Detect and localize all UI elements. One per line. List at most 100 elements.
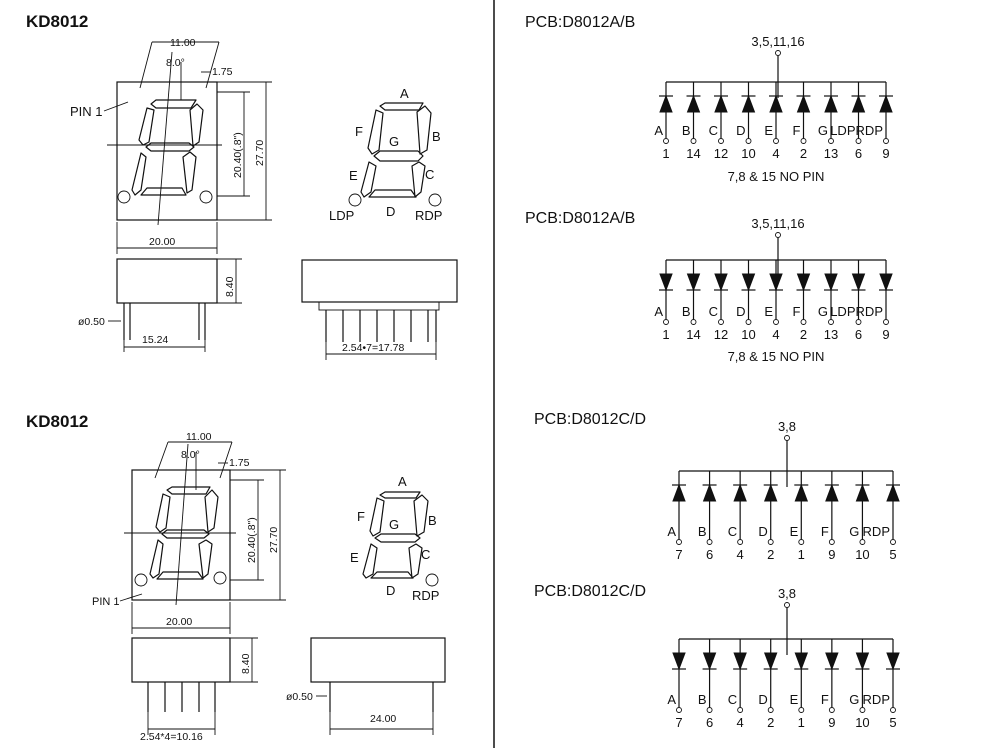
segment-label: F (821, 524, 829, 539)
pin-number: 5 (889, 547, 896, 562)
seg-label-f-2: F (357, 509, 365, 524)
common-terminal (784, 435, 790, 441)
pin-number: 9 (882, 327, 889, 342)
seg-label-d-2: D (386, 583, 395, 598)
pin-view-body-2 (310, 637, 446, 683)
segment-label: B (682, 304, 691, 319)
circuit-1: PCB:D8012A/B3,5,11,16A1B14C12D10E4F2G13L… (525, 14, 893, 184)
bottom-left-title: KD8012 (26, 412, 88, 431)
diode-b: B6 (698, 639, 717, 730)
seg-label-g-2: G (389, 517, 399, 532)
dim-1524: 15.24 (142, 334, 168, 346)
pin-number: 2 (800, 146, 807, 161)
pin-number: 6 (706, 715, 713, 730)
digit-segments-2 (149, 486, 219, 580)
seg-label-rdp-2: RDP (412, 588, 439, 603)
common-terminal (775, 50, 781, 56)
seg-label-rdp: RDP (415, 208, 442, 223)
diode-a: A1 (654, 82, 673, 161)
diode-d: D2 (758, 471, 778, 562)
segment-label: A (654, 123, 663, 138)
segment-legend-2: A B C D E F G RDP (350, 474, 439, 603)
dim-angle: 8.0° (166, 57, 185, 69)
pin-number: 9 (882, 146, 889, 161)
diode-rdp: RDP 9 (856, 260, 893, 342)
segment-label: RDP (856, 304, 883, 319)
segment-label: B (698, 524, 707, 539)
digit-segments (131, 99, 204, 196)
seg-label-a-2: A (398, 474, 407, 489)
pin-rows (318, 301, 440, 342)
diode-g: G13 (818, 260, 838, 342)
diode-c: C4 (728, 471, 748, 562)
pin-number: 2 (800, 327, 807, 342)
diode-d: D2 (758, 639, 778, 730)
pin-number: 1 (798, 715, 805, 730)
segment-label: E (764, 304, 773, 319)
diode-f: F2 (793, 260, 811, 342)
dim-2770: 27.70 (254, 140, 266, 166)
circuit-title: PCB:D8012C/D (534, 583, 646, 600)
diode-g: G10 (849, 639, 870, 730)
seg-label-ldp: LDP (329, 208, 354, 223)
dim-20: 20.00 (149, 236, 175, 248)
pin-number: 14 (686, 327, 700, 342)
segment-label: C (728, 524, 737, 539)
seg-label-c-2: C (421, 547, 430, 562)
diode-e: E1 (790, 639, 809, 730)
dim-2040: 20.40(.8") (232, 132, 244, 178)
segment-label: LDP (830, 304, 855, 319)
side-view-body (116, 258, 218, 304)
pin-number: 10 (855, 715, 869, 730)
circuit-title: PCB:D8012A/B (525, 14, 635, 31)
diode-c: C4 (728, 639, 748, 730)
pin-number: 4 (772, 327, 779, 342)
segment-label: E (764, 123, 773, 138)
dim-pin-dia-b: ø0.50 (286, 691, 313, 703)
segment-label: F (821, 692, 829, 707)
diode-a: A7 (667, 471, 686, 562)
seg-label-g: G (389, 134, 399, 149)
seg-label-b: B (432, 129, 441, 144)
pin-number: 7 (675, 715, 682, 730)
pin-number: 1 (662, 327, 669, 342)
segment-label: D (736, 123, 745, 138)
segment-label: F (793, 304, 801, 319)
pin-number: 13 (824, 327, 838, 342)
pin1-label: PIN 1 (70, 104, 103, 119)
dim-840-b: 8.40 (240, 653, 252, 674)
dim-2770-b: 27.70 (268, 527, 280, 553)
seg-label-f: F (355, 124, 363, 139)
pin-number: 13 (824, 146, 838, 161)
diode-e: E4 (764, 82, 783, 161)
common-terminal (784, 602, 790, 608)
pin-number: 1 (662, 146, 669, 161)
diode-e: E4 (764, 260, 783, 342)
diode-c: C12 (709, 82, 728, 161)
top-left-drawing: KD8012 11.00 8.0° 1.75 20.40(.8") (26, 12, 458, 360)
segment-label: G (818, 123, 828, 138)
pin-number: 9 (828, 547, 835, 562)
seg-label-b-2: B (428, 513, 437, 528)
display-outline-front-2 (131, 469, 231, 601)
segment-legend: A B C D E F G LDP RDP (329, 86, 442, 223)
common-pins-label: 3,5,11,16 (751, 216, 804, 231)
ldp-dot (117, 190, 131, 204)
bottom-left-drawing: KD8012 11.00 8.0° 1.75 20.40(.8") 27.70 (26, 412, 446, 743)
no-pin-note: 7,8 & 15 NO PIN (728, 169, 825, 184)
circuit-title: PCB:D8012A/B (525, 210, 635, 227)
segment-label: D (758, 692, 767, 707)
pin-number: 6 (855, 327, 862, 342)
segment-label: A (667, 524, 676, 539)
rdp-dot (199, 190, 213, 204)
dim-175-b: 1.75 (229, 457, 250, 469)
diode-b: B14 (682, 82, 701, 161)
pin1-label-b: PIN 1 (92, 596, 120, 608)
circuit-diagrams: PCB:D8012A/B3,5,11,16A1B14C12D10E4F2G13L… (525, 14, 900, 730)
